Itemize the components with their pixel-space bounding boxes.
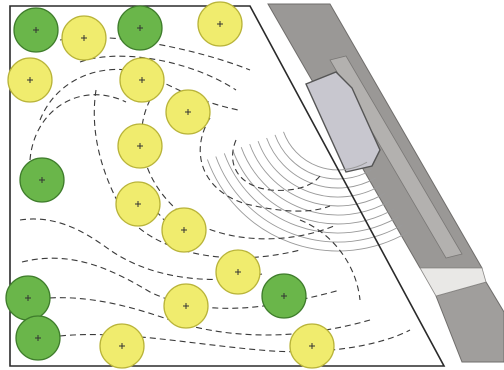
amphitheatre-terrace-line — [249, 143, 386, 207]
evergreen-tree — [19, 157, 65, 203]
tree-trunk-marker — [137, 143, 143, 149]
deciduous-tree — [215, 249, 261, 295]
amphitheatre-terrace-line — [232, 150, 395, 225]
contour-line — [79, 55, 237, 91]
tree-trunk-marker — [81, 35, 87, 41]
tree-trunk-marker — [139, 77, 145, 83]
walkway-right-strip — [329, 55, 463, 259]
contour-line — [232, 139, 321, 191]
amphitheatre-terrace-line — [206, 159, 408, 252]
deciduous-tree — [119, 57, 165, 103]
deciduous-tree — [61, 15, 107, 61]
tree-trunk-marker — [183, 303, 189, 309]
deciduous-tree — [163, 283, 209, 329]
tree-trunk-marker — [309, 343, 315, 349]
amphitheatre-terraces — [206, 131, 408, 252]
tree-trunk-marker — [39, 177, 45, 183]
evergreen-tree — [5, 275, 51, 321]
deciduous-tree — [197, 1, 243, 47]
tree-canopies — [5, 1, 335, 369]
deciduous-tree — [99, 323, 145, 369]
site-boundary — [9, 5, 446, 367]
tree-trunk-marker — [25, 295, 31, 301]
tree-trunk-marker — [185, 109, 191, 115]
amphitheatre-terrace-line — [257, 140, 381, 198]
deciduous-tree — [117, 123, 163, 169]
tree-trunk-marker — [137, 25, 143, 31]
amphitheatre-terrace-line — [240, 147, 390, 216]
tree-trunk-marker — [35, 335, 41, 341]
amphitheatre-terrace-line — [223, 153, 399, 234]
paved-walkway — [267, 3, 504, 363]
tree-trunk-marker — [135, 201, 141, 207]
deciduous-tree — [161, 207, 207, 253]
deciduous-tree — [165, 89, 211, 135]
evergreen-tree — [13, 7, 59, 53]
stage-structure — [305, 71, 381, 173]
evergreen-tree — [261, 273, 307, 319]
tree-trunk-marker — [281, 293, 287, 299]
amphitheatre-terrace-line — [283, 131, 368, 171]
tree-trunk-marker — [33, 27, 39, 33]
deciduous-tree — [115, 181, 161, 227]
amphitheatre-terrace-line — [274, 134, 372, 180]
tree-trunk-marker — [27, 77, 33, 83]
contour-line — [299, 219, 361, 301]
tree-trunk-marker — [181, 227, 187, 233]
evergreen-tree — [117, 5, 163, 51]
deciduous-tree — [289, 323, 335, 369]
tree-trunk-marker — [235, 269, 241, 275]
tree-trunk-marker — [119, 343, 125, 349]
deciduous-tree — [7, 57, 53, 103]
contour-line — [199, 117, 331, 212]
walkway-gap — [419, 267, 487, 297]
tree-trunk-marker — [217, 21, 223, 27]
evergreen-tree — [15, 315, 61, 361]
